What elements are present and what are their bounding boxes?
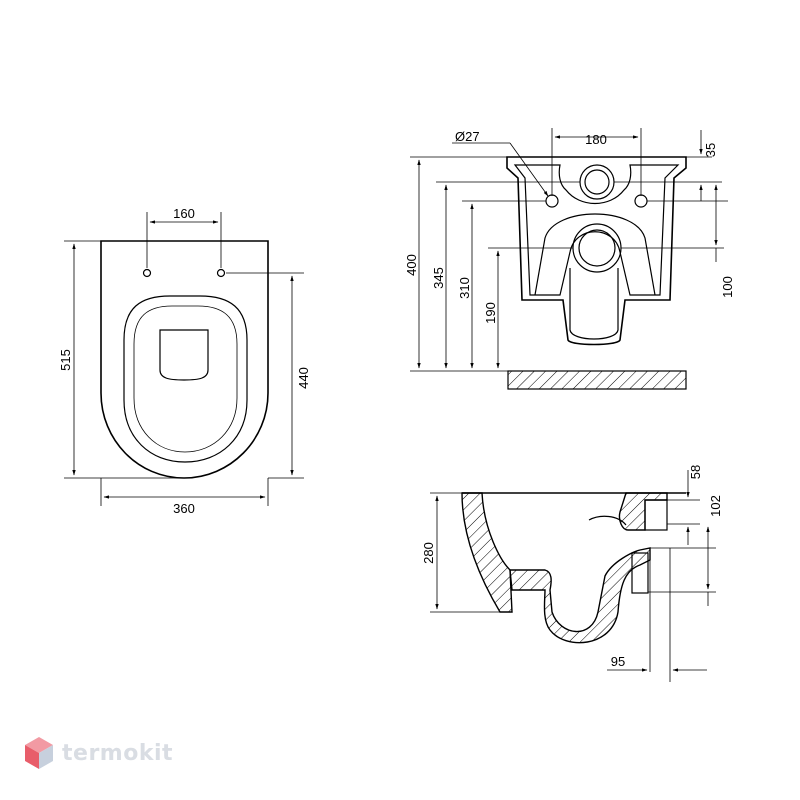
section-bowl-wall bbox=[509, 547, 651, 644]
outlet-outer bbox=[572, 223, 622, 273]
mounting-hole-left bbox=[142, 268, 152, 278]
bowl-outline bbox=[100, 240, 269, 479]
brand-name: termokit bbox=[62, 740, 174, 766]
dim-label-160: 160 bbox=[173, 206, 195, 221]
dim-label-58: 58 bbox=[688, 465, 703, 479]
bolt-hole-left bbox=[545, 194, 559, 208]
dim-label-440: 440 bbox=[296, 367, 311, 389]
floor-slab bbox=[507, 370, 687, 390]
dim-label-345: 345 bbox=[431, 267, 446, 289]
dim-label-190: 190 bbox=[483, 302, 498, 324]
outlet-inner bbox=[578, 229, 616, 267]
outlet-connector bbox=[631, 552, 649, 594]
dim-label-95: 95 bbox=[611, 654, 625, 669]
dim-label-diameter: Ø27 bbox=[455, 129, 480, 144]
seat-inner bbox=[133, 305, 238, 453]
inlet-connector bbox=[644, 499, 668, 531]
seat-outer bbox=[123, 295, 248, 463]
dim-label-310: 310 bbox=[457, 277, 472, 299]
rear-outline bbox=[506, 156, 687, 346]
rear-view: Ø27 180 35 100 400 345 310 bbox=[404, 128, 735, 390]
dim-label-400: 400 bbox=[404, 254, 419, 276]
dim-label-280: 280 bbox=[421, 542, 436, 564]
top-view: 160 515 440 360 bbox=[58, 206, 311, 516]
mounting-hole-right bbox=[216, 268, 226, 278]
rear-trapway bbox=[569, 268, 619, 340]
dim-label-102: 102 bbox=[708, 495, 723, 517]
brand-cube-icon bbox=[25, 737, 53, 769]
bolt-hole-right bbox=[634, 194, 648, 208]
section-rear-wall bbox=[618, 492, 668, 531]
dim-label-360: 360 bbox=[173, 501, 195, 516]
rear-arch bbox=[534, 213, 656, 296]
dim-label-515: 515 bbox=[58, 349, 73, 371]
side-section-view: 280 58 102 95 bbox=[421, 465, 723, 682]
leader-line bbox=[509, 142, 549, 197]
rim-inside bbox=[588, 515, 627, 526]
dim-label-100: 100 bbox=[720, 276, 735, 298]
flush-opening bbox=[159, 329, 209, 381]
brand-logo: termokit bbox=[24, 736, 173, 770]
dim-label-180: 180 bbox=[585, 132, 607, 147]
water-inlet-inner bbox=[584, 169, 610, 195]
dim-label-35: 35 bbox=[703, 143, 718, 157]
section-front-wall bbox=[461, 492, 513, 613]
